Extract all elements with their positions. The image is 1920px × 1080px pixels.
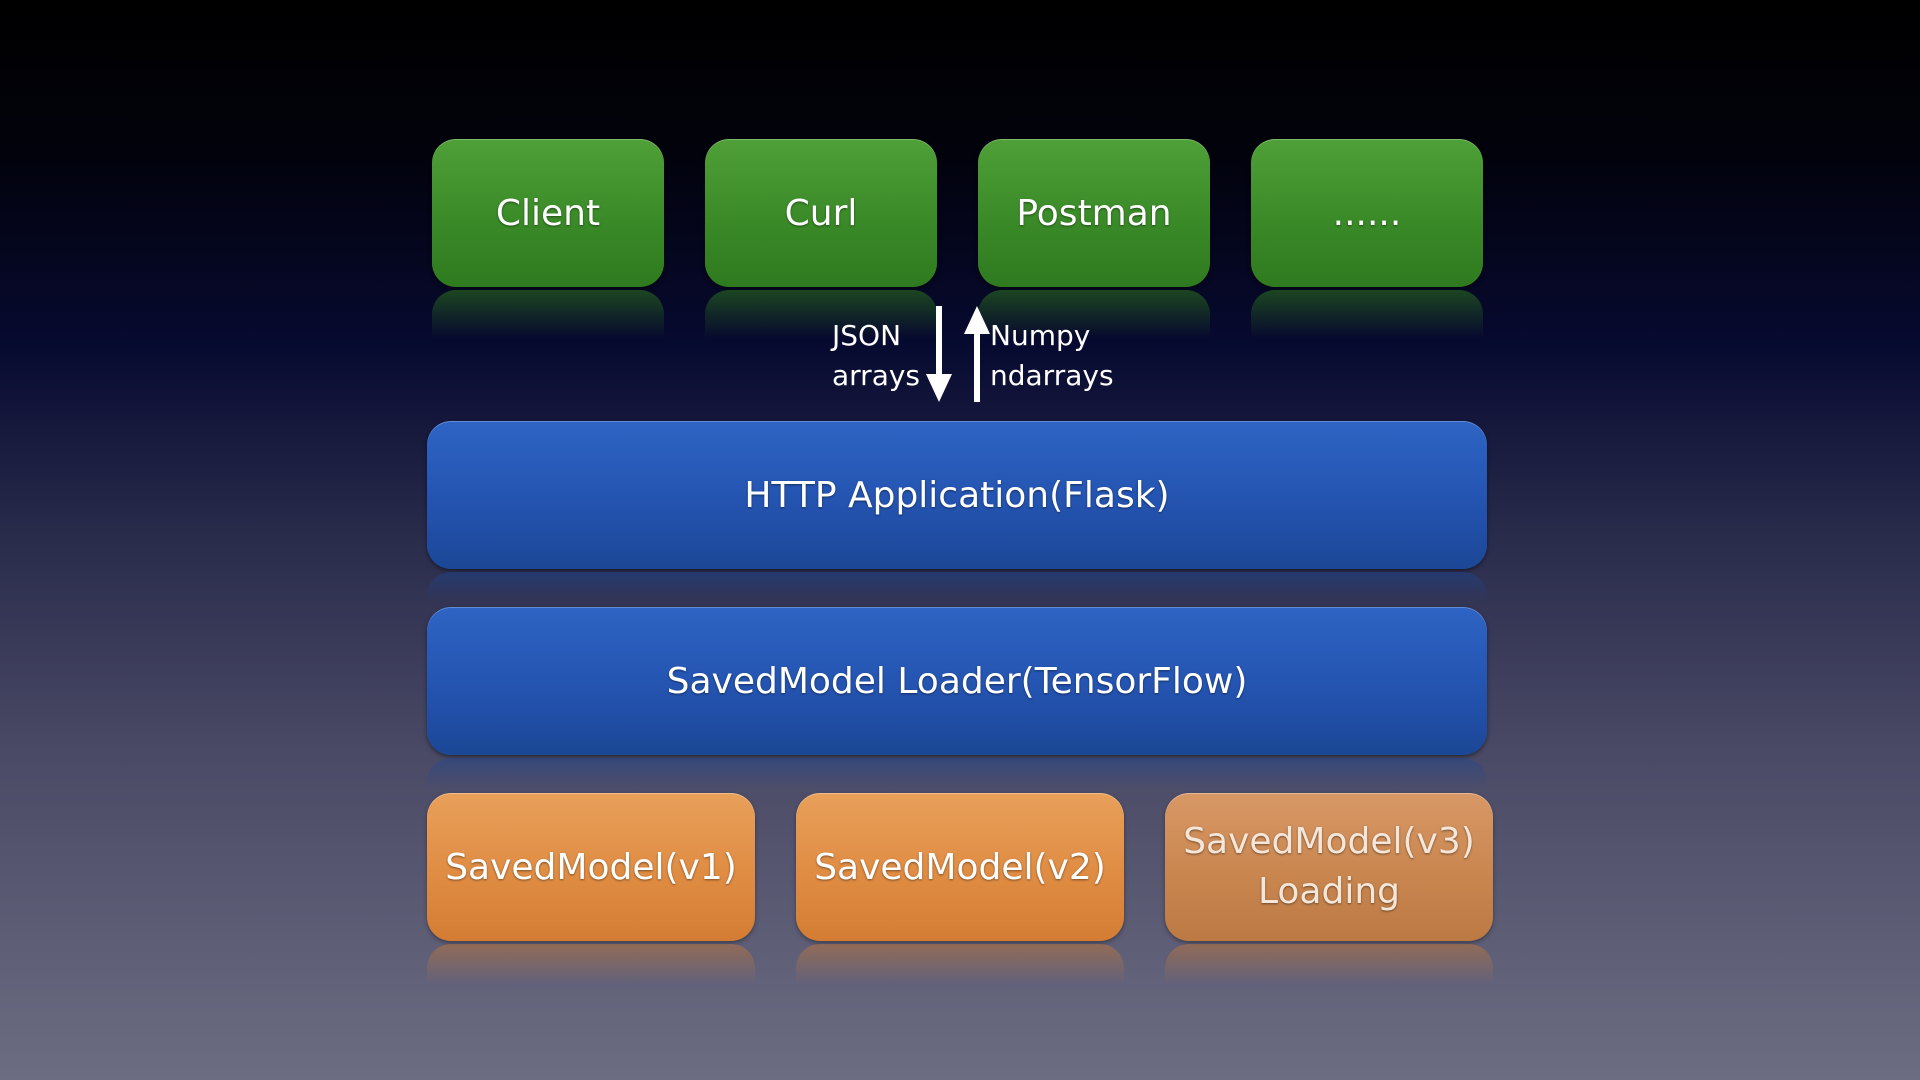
more-clients-label: ......: [1332, 192, 1402, 234]
more-clients-reflection: [1251, 290, 1483, 338]
http-application-label: HTTP Application(Flask): [744, 474, 1170, 516]
client-reflection: [432, 290, 664, 338]
savedmodel-v1-label: SavedModel(v1): [445, 846, 737, 888]
response-format-label: Numpy ndarrays: [990, 316, 1114, 396]
savedmodel-v3-status: Loading: [1257, 871, 1400, 912]
response-format-line1: Numpy: [990, 319, 1091, 352]
savedmodel-v2-label: SavedModel(v2): [814, 846, 1106, 888]
savedmodel-loader-reflection: [427, 758, 1487, 788]
response-arrow-icon: [964, 306, 990, 402]
http-application-reflection: [427, 572, 1487, 602]
savedmodel-v1-reflection: [427, 944, 755, 984]
request-format-line2: arrays: [832, 359, 921, 392]
client-label: Client: [495, 192, 601, 234]
client-box: Client: [432, 139, 664, 287]
curl-box: Curl: [705, 139, 937, 287]
savedmodel-v2-box: SavedModel(v2): [796, 793, 1124, 941]
postman-box: Postman: [978, 139, 1210, 287]
postman-label: Postman: [1016, 192, 1172, 234]
savedmodel-v1-box: SavedModel(v1): [427, 793, 755, 941]
request-format-line1: JSON: [832, 319, 902, 352]
more-clients-box: ......: [1251, 139, 1483, 287]
savedmodel-v3-reflection: [1165, 944, 1493, 984]
curl-label: Curl: [784, 192, 858, 234]
http-application-box: HTTP Application(Flask): [427, 421, 1487, 569]
savedmodel-loader-box: SavedModel Loader(TensorFlow): [427, 607, 1487, 755]
savedmodel-v3-label: SavedModel(v3): [1183, 820, 1475, 862]
savedmodel-v2-reflection: [796, 944, 1124, 984]
savedmodel-loader-label: SavedModel Loader(TensorFlow): [666, 660, 1248, 702]
request-format-label: JSON arrays: [832, 316, 920, 396]
request-arrow-icon: [926, 306, 952, 402]
response-format-line2: ndarrays: [990, 359, 1114, 392]
savedmodel-v3-box: SavedModel(v3) Loading: [1165, 793, 1493, 941]
